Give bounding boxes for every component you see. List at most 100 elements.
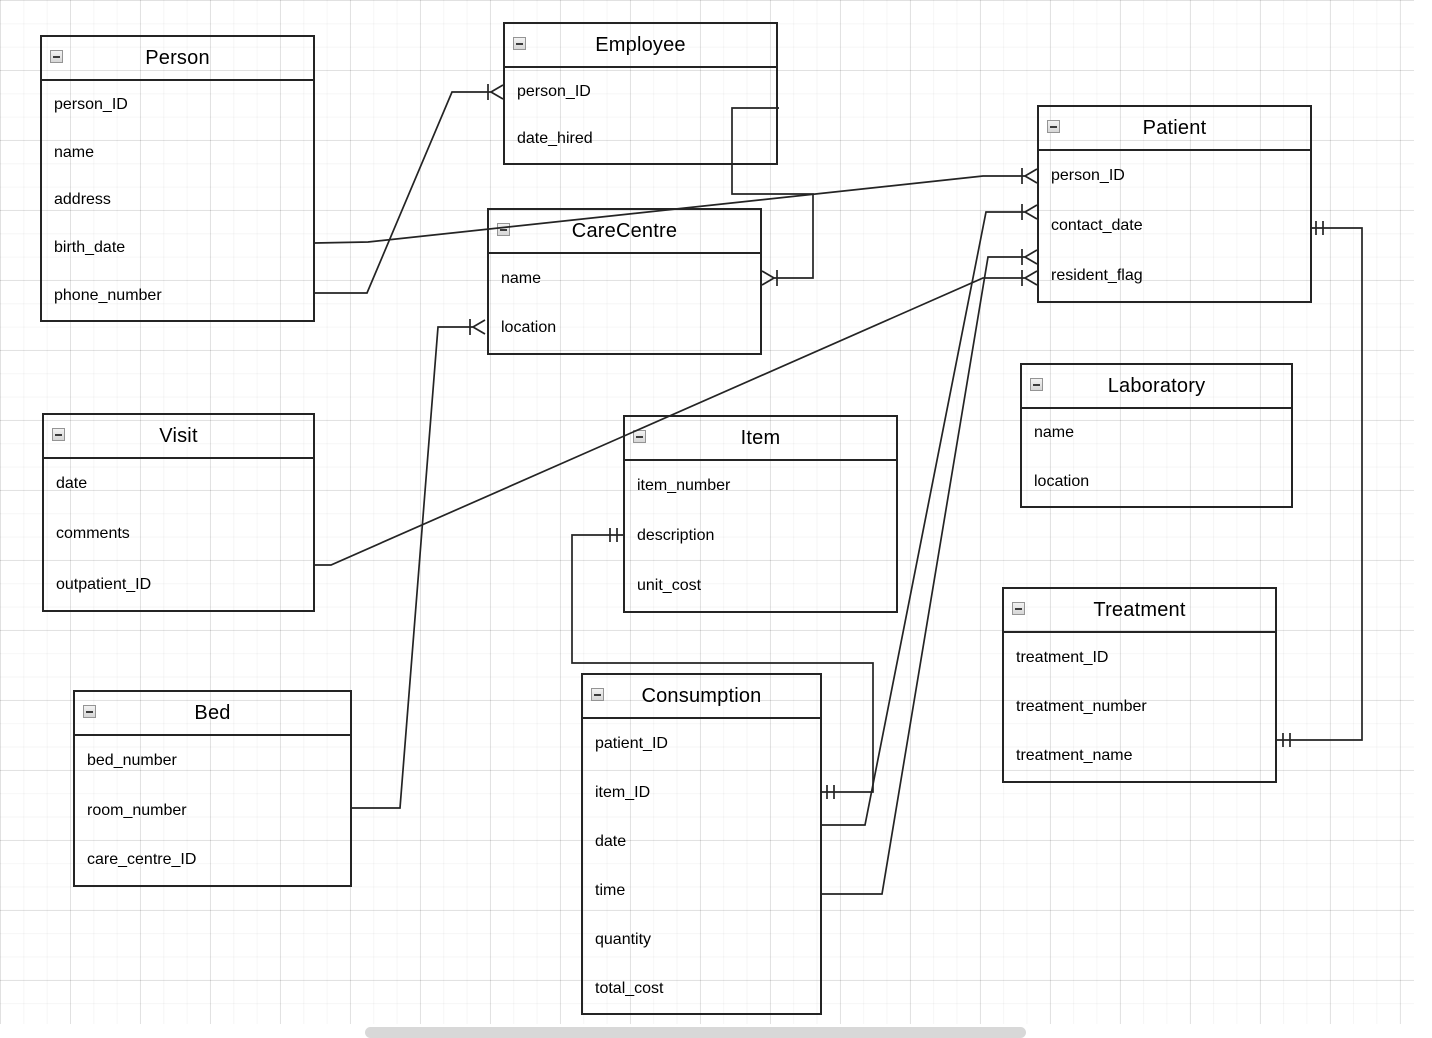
- attribute-care_centre_ID[interactable]: care_centre_ID: [75, 835, 350, 885]
- attribute-label: birth_date: [54, 239, 126, 257]
- attribute-label: contact_date: [1051, 217, 1143, 234]
- attribute-outpatient_ID[interactable]: outpatient_ID: [44, 560, 313, 610]
- entity-item[interactable]: Item item_number description unit_cost: [623, 415, 898, 613]
- entity-header[interactable]: Person: [42, 37, 313, 81]
- attribute-label: name: [1034, 424, 1075, 442]
- entity-header[interactable]: Employee: [505, 24, 776, 68]
- collapse-minus-icon[interactable]: [633, 430, 646, 443]
- collapse-minus-icon[interactable]: [50, 50, 63, 63]
- entity-attribute-list: date comments outpatient_ID: [44, 459, 313, 610]
- entity-attribute-list: name location: [1022, 409, 1291, 506]
- attribute-unit_cost[interactable]: unit_cost: [625, 561, 896, 611]
- attribute-contact_date[interactable]: contact_date: [1039, 201, 1310, 251]
- collapse-minus-icon[interactable]: [497, 223, 510, 236]
- entity-header[interactable]: Treatment: [1004, 589, 1275, 633]
- attribute-label: quantity: [595, 930, 652, 948]
- attribute-quantity[interactable]: quantity: [583, 915, 820, 964]
- attribute-phone_number[interactable]: phone_number: [42, 272, 313, 320]
- attribute-name[interactable]: name: [489, 254, 760, 304]
- entity-patient[interactable]: Patient person_ID contact_date resident_fl…: [1037, 105, 1312, 303]
- collapse-minus-icon[interactable]: [1012, 602, 1025, 615]
- collapse-minus-icon[interactable]: [591, 688, 604, 701]
- attribute-name[interactable]: name: [1022, 409, 1291, 458]
- attribute-room_number[interactable]: room_number: [75, 786, 350, 836]
- entity-header[interactable]: Visit: [44, 415, 313, 459]
- collapse-minus-icon[interactable]: [513, 37, 526, 50]
- entity-title: Treatment: [1093, 598, 1186, 621]
- entity-title: Person: [145, 46, 210, 69]
- attribute-person_ID[interactable]: person_ID: [42, 81, 313, 129]
- attribute-label: comments: [56, 525, 130, 543]
- entity-title: Consumption: [641, 684, 762, 707]
- attribute-date_hired[interactable]: date_hired: [505, 116, 776, 164]
- attribute-label: treatment_name: [1016, 747, 1133, 765]
- attribute-item_number[interactable]: item_number: [625, 461, 896, 511]
- attribute-label: person_ID: [517, 82, 591, 100]
- attribute-date[interactable]: date: [44, 459, 313, 509]
- attribute-label: unit_cost: [637, 577, 702, 594]
- attribute-label: date_hired: [517, 130, 593, 148]
- attribute-comments[interactable]: comments: [44, 509, 313, 559]
- attribute-birth_date[interactable]: birth_date: [42, 224, 313, 272]
- attribute-label: description: [637, 527, 715, 544]
- entity-bed[interactable]: Bed bed_number room_number care_centre_ID: [73, 690, 352, 887]
- entity-header[interactable]: Patient: [1039, 107, 1310, 151]
- attribute-treatment_name[interactable]: treatment_name: [1004, 732, 1275, 781]
- attribute-description[interactable]: description: [625, 511, 896, 561]
- entity-attribute-list: treatment_ID treatment_number treatment_na…: [1004, 633, 1275, 781]
- attribute-location[interactable]: location: [1022, 458, 1291, 507]
- attribute-time[interactable]: time: [583, 866, 820, 915]
- attribute-bed_number[interactable]: bed_number: [75, 736, 350, 786]
- horizontal-scrollbar-thumb[interactable]: [365, 1027, 1026, 1038]
- collapse-minus-icon[interactable]: [52, 428, 65, 441]
- entity-header[interactable]: Laboratory: [1022, 365, 1291, 409]
- attribute-label: date: [56, 475, 88, 493]
- attribute-label: item_ID: [595, 783, 651, 801]
- attribute-label: phone_number: [54, 287, 162, 305]
- collapse-minus-icon[interactable]: [83, 705, 96, 718]
- attribute-label: patient_ID: [595, 734, 668, 752]
- attribute-label: item_number: [637, 477, 731, 494]
- attribute-label: total_cost: [595, 979, 664, 997]
- attribute-resident_flag[interactable]: resident_flag: [1039, 251, 1310, 301]
- attribute-patient_ID[interactable]: patient_ID: [583, 719, 820, 768]
- attribute-label: bed_number: [87, 751, 177, 769]
- entity-title: Laboratory: [1107, 374, 1206, 397]
- attribute-label: person_ID: [1051, 167, 1125, 184]
- entity-header[interactable]: CareCentre: [489, 210, 760, 254]
- collapse-minus-icon[interactable]: [1030, 378, 1043, 391]
- attribute-treatment_number[interactable]: treatment_number: [1004, 682, 1275, 731]
- attribute-label: treatment_number: [1016, 697, 1147, 715]
- entity-employee[interactable]: Employee person_ID date_hired: [503, 22, 778, 165]
- attribute-person_ID[interactable]: person_ID: [1039, 151, 1310, 201]
- collapse-minus-icon[interactable]: [1047, 120, 1060, 133]
- attribute-label: name: [54, 143, 95, 161]
- entity-header[interactable]: Bed: [75, 692, 350, 736]
- entity-laboratory[interactable]: Laboratory name location: [1020, 363, 1293, 508]
- attribute-name[interactable]: name: [42, 129, 313, 177]
- attribute-label: address: [54, 191, 111, 209]
- entity-title: Visit: [159, 424, 198, 447]
- entity-carecentre[interactable]: CareCentre name location: [487, 208, 762, 355]
- attribute-date[interactable]: date: [583, 817, 820, 866]
- entity-attribute-list: person_ID contact_date resident_flag: [1039, 151, 1310, 301]
- attribute-label: outpatient_ID: [56, 575, 152, 593]
- entity-visit[interactable]: Visit date comments outpatient_ID: [42, 413, 315, 612]
- entity-header[interactable]: Consumption: [583, 675, 820, 719]
- attribute-label: name: [501, 269, 542, 287]
- attribute-total_cost[interactable]: total_cost: [583, 964, 820, 1013]
- attribute-label: resident_flag: [1051, 267, 1143, 284]
- attribute-address[interactable]: address: [42, 177, 313, 225]
- attribute-treatment_ID[interactable]: treatment_ID: [1004, 633, 1275, 682]
- attribute-person_ID[interactable]: person_ID: [505, 68, 776, 116]
- attribute-item_ID[interactable]: item_ID: [583, 768, 820, 817]
- entity-header[interactable]: Item: [625, 417, 896, 461]
- attribute-label: room_number: [87, 801, 187, 819]
- attribute-label: care_centre_ID: [87, 851, 197, 869]
- attribute-location[interactable]: location: [489, 304, 760, 354]
